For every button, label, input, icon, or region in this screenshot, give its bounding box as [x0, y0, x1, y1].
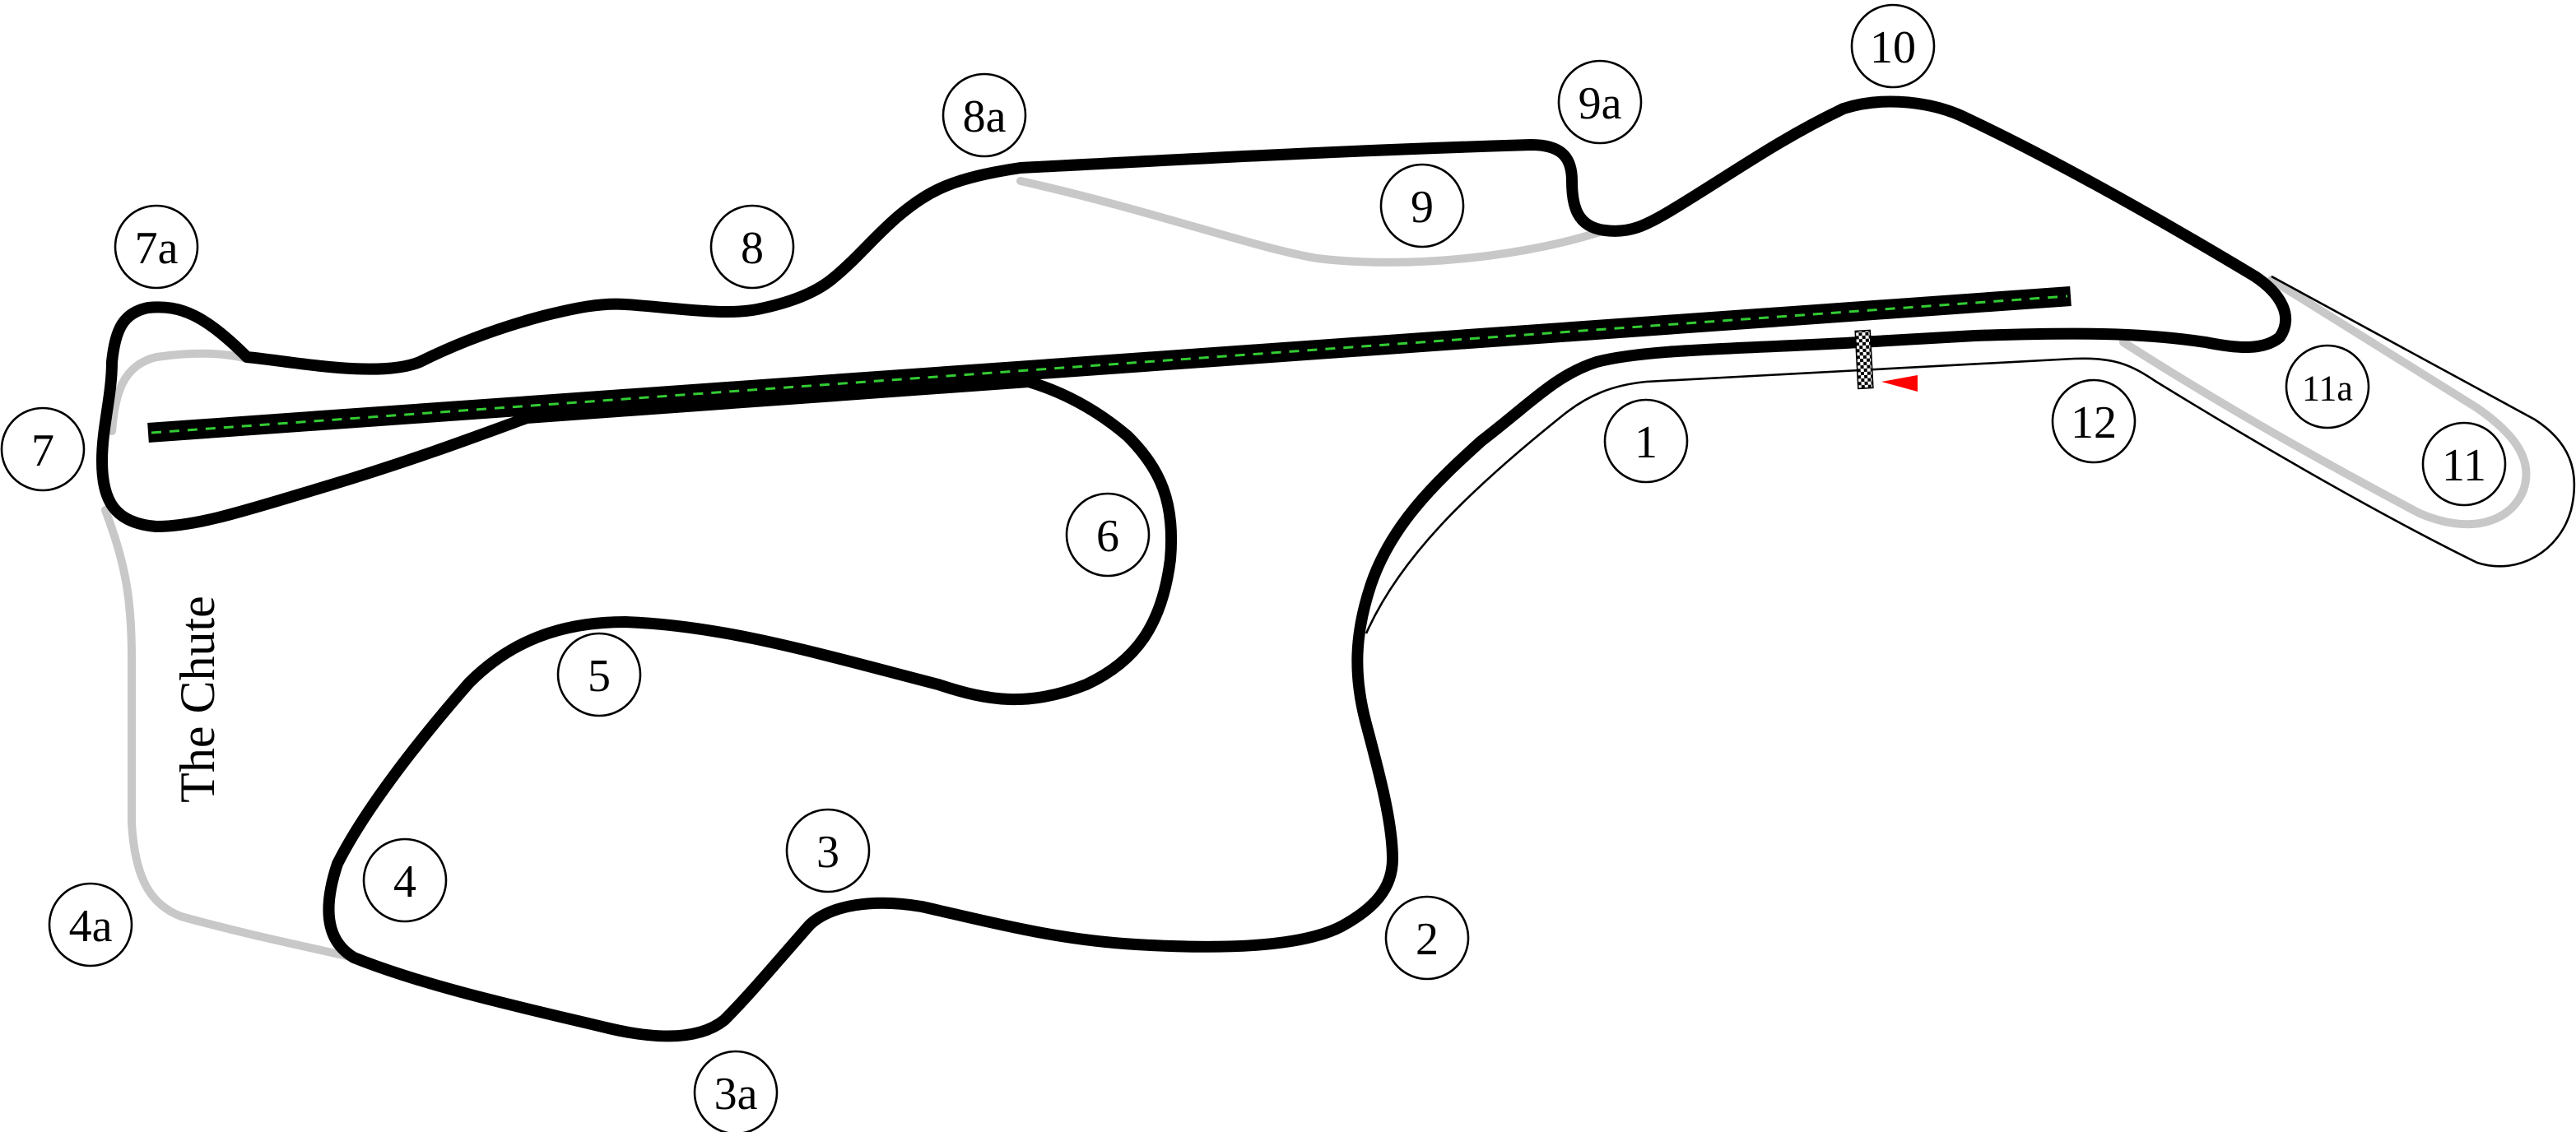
the-chute-label: The Chute [170, 596, 225, 803]
turn-5-marker: 5 [556, 632, 642, 717]
turn-9a-marker: 9a [1557, 59, 1643, 145]
turn-label: 2 [1416, 914, 1439, 965]
turn-9-alternate-section [1016, 177, 1609, 267]
turn-7-marker: 7 [0, 406, 86, 492]
turn-8a-marker: 8a [942, 72, 1027, 158]
turn-11-alternate-section [2119, 276, 2531, 529]
turn-label: 4a [69, 901, 113, 952]
turn-label: 7a [135, 223, 179, 274]
turn-label: 11a [2302, 369, 2353, 409]
direction-arrow-icon [1881, 375, 1918, 392]
turn-3-marker: 3 [785, 808, 871, 893]
turn-label: 8a [963, 91, 1007, 142]
start-finish-line [1854, 329, 1874, 390]
turn-2-marker: 2 [1384, 895, 1470, 981]
turn-11a-marker: 11a [2285, 344, 2370, 429]
outer-boundary-line [1365, 275, 2576, 634]
turn-10-marker: 10 [1850, 3, 1936, 89]
turn-7-alternate-section [108, 349, 251, 435]
turn-4a-marker: 4a [48, 882, 133, 967]
main-track [96, 95, 2292, 1042]
turn-9-marker: 9 [1379, 163, 1465, 248]
turn-7a-marker: 7a [114, 204, 199, 290]
turn-12-marker: 12 [2051, 378, 2137, 464]
turn-label: 8 [741, 223, 764, 274]
turn-4-marker: 4 [362, 837, 448, 923]
turn-6-marker: 6 [1065, 492, 1151, 578]
turn-label: 4 [393, 856, 416, 907]
turn-label: 5 [588, 651, 611, 702]
turn-label: 9 [1411, 182, 1434, 233]
the-chute-section [101, 506, 358, 962]
turn-label: 1 [1634, 417, 1658, 468]
turn-label: 7 [31, 425, 54, 476]
turn-11-marker: 11 [2421, 421, 2507, 507]
turn-3a-marker: 3a [693, 1050, 779, 1132]
drag-strip-centerline [151, 295, 2068, 434]
turn-label: 12 [2071, 397, 2117, 448]
turn-label: 11 [2442, 440, 2486, 491]
turn-label: 6 [1096, 511, 1119, 562]
turn-8-marker: 8 [709, 204, 795, 290]
turn-label: 10 [1870, 22, 1916, 73]
turn-label: 3 [816, 827, 839, 878]
turn-labels: 1 2 3 3a 4 4a 5 6 7 7a 8 8a 9 9a 10 11 1… [0, 3, 2507, 1132]
turn-label: 9a [1579, 78, 1622, 129]
turn-label: 3a [714, 1069, 758, 1120]
turn-1-marker: 1 [1603, 398, 1689, 484]
